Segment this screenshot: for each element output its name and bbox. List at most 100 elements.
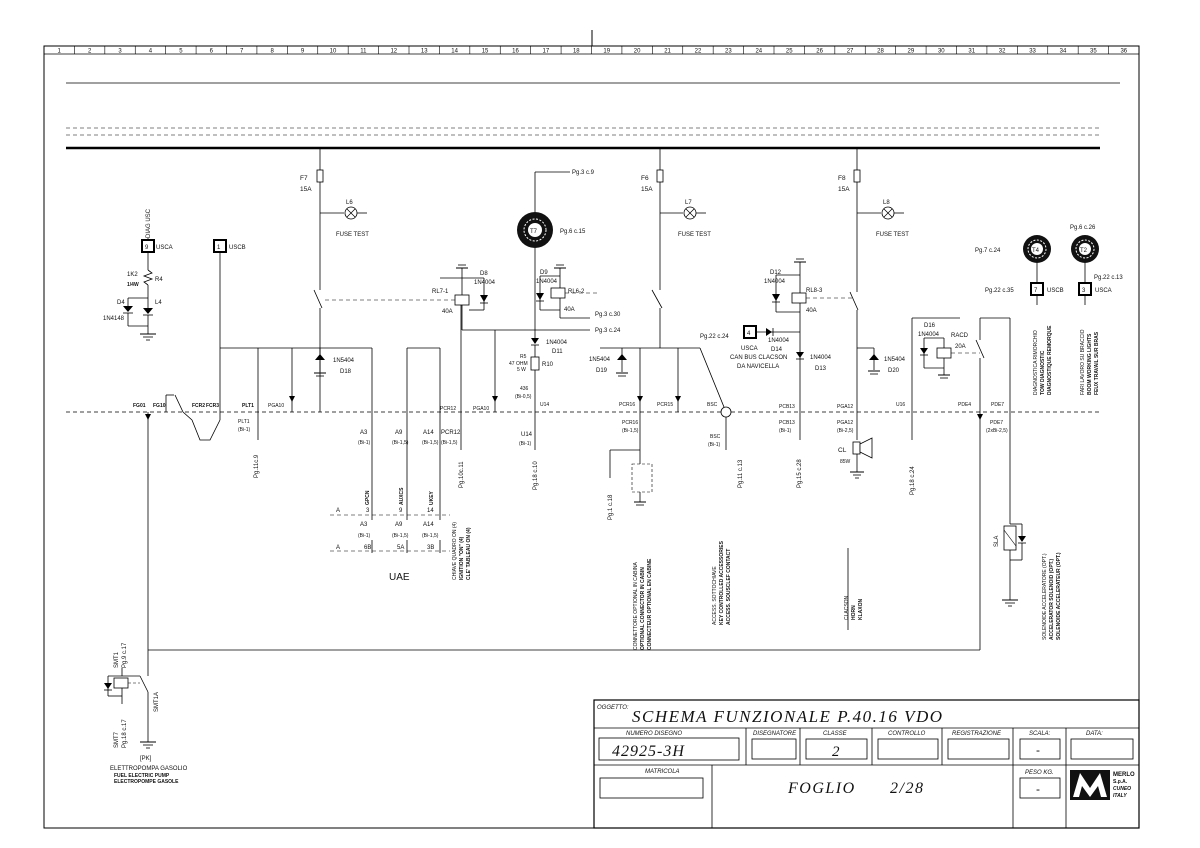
horn-wattage: 85W [840, 459, 851, 465]
page-reference: Pg.18 c.17 [122, 719, 128, 748]
diode-label: D16 [924, 323, 936, 329]
relay-coil-icon [791, 292, 807, 304]
row-label: A [336, 545, 340, 551]
connector-number: 7 [1034, 288, 1038, 294]
data-field [1070, 738, 1134, 760]
fuse-icon [656, 169, 664, 183]
classe-value: 2 [832, 744, 840, 760]
diode-icon [772, 294, 780, 301]
wire-label: PGA12 [837, 404, 853, 410]
diode-label: D9 [540, 270, 548, 276]
ruler-number: 5 [179, 49, 183, 55]
wire-label: PGA10 [268, 403, 284, 409]
caption-en: BOOM WORKING LIGHTS [1087, 333, 1093, 395]
wire-section: (Bi-1,5) [422, 533, 439, 539]
wire-section: (Bi-1,5) [441, 440, 458, 446]
page-reference: Pg.15 c.28 [797, 459, 803, 488]
company-name: MERLO [1113, 772, 1135, 778]
scala-value: - [1036, 743, 1040, 757]
diode-label: D12 [770, 270, 782, 276]
page-reference: Pg.11c.9 [254, 454, 260, 478]
caption-en: FUEL ELECTRIC PUMP [114, 773, 170, 779]
pin-number: 5A [397, 545, 404, 551]
fuse-rating: 15A [838, 186, 850, 193]
caption-en: HORN [851, 605, 857, 620]
ruler-number: 30 [938, 49, 945, 55]
left-wiring [145, 347, 441, 650]
diode-icon [766, 328, 772, 336]
toroid-t2: Pg.6 c.26 T2 Pg.22 c.13 3 USCA [1070, 225, 1123, 305]
caption-fr: SOLENOIDE ACCELERATEUR (OPT.) [1056, 552, 1062, 640]
ruler-number: 12 [390, 49, 397, 55]
diode-icon [123, 306, 133, 312]
diode-icon [796, 352, 804, 358]
connector-number: 9 [145, 245, 149, 251]
disegnatore-label: DISEGNATORE [753, 731, 797, 737]
caption-en: IGNITION "ON" (4) [459, 536, 465, 580]
diode-label: D18 [340, 369, 352, 375]
toroid-label: T2 [1080, 248, 1088, 254]
connector-label: USCA [156, 245, 173, 251]
diode-icon [531, 338, 539, 344]
wire-section: (Bi-1) [519, 441, 532, 447]
connector-label: SMT1 [114, 651, 120, 668]
fuse-f7-branch: F7 15A L6 FUSE TEST 1N5404 D18 [300, 148, 455, 412]
scala-label: SCALA: [1029, 731, 1051, 737]
ruler-number: 13 [421, 49, 428, 55]
pin-label: UKEY [429, 490, 435, 505]
wire-section: (Bi-1,5) [392, 440, 409, 446]
fuse-f6-branch: F6 15A L7 FUSE TEST 1N5404 D19 [589, 148, 732, 450]
ruler-number: 28 [877, 49, 884, 55]
page-reference: Pg.10c.11 [459, 461, 465, 488]
ruler-number: 23 [725, 49, 732, 55]
diode-icon [315, 354, 325, 360]
resistor-icon [530, 356, 540, 371]
caption-fr: ELECTROPOMPE GASOLE [114, 779, 179, 785]
ruler-number: 10 [330, 49, 337, 55]
caption-fr: ACCESS. SOUSCLEF CONTACT [726, 549, 732, 625]
diode-type: 1N4004 [764, 279, 786, 285]
caption-fr: CLE' TABLEAU ON (4) [466, 527, 472, 580]
numero-value: 42925-3H [612, 743, 685, 760]
page-reference: Pg.18 c.10 [533, 461, 539, 490]
caption-it: CONNETTORE OPTIONAL IN CABINA [633, 562, 639, 650]
fuse-label: F8 [838, 175, 846, 182]
ruler-number: 3 [118, 49, 122, 55]
can-bus-connector: Pg.22 c.24 4 USCA CAN BUS CLACSON DA NAV… [700, 325, 790, 370]
pin-label: GPCN [365, 490, 371, 505]
ruler-number: 22 [695, 49, 702, 55]
ruler-number: 35 [1090, 49, 1097, 55]
wire-label: PCR12 [440, 406, 456, 412]
ruler-number: 11 [360, 49, 367, 55]
relay-rating: 40A [806, 308, 817, 314]
fuse-label: F7 [300, 175, 308, 182]
company-city: CUNEO [1113, 786, 1131, 792]
wire-section: (Bi-1) [358, 440, 371, 446]
wire-label: PCR12 [441, 430, 461, 436]
registrazione-field [947, 738, 1010, 760]
relay-coil-icon [113, 677, 129, 689]
resistor-wattage: 1/4W [127, 282, 139, 288]
ruler-number: 15 [482, 49, 489, 55]
ruler-number: 1 [58, 49, 62, 55]
uscb-connector: 1 USCB [213, 239, 246, 395]
connector-number: 4 [747, 331, 751, 337]
wire-label: PDE4 [958, 402, 971, 408]
wire-label: FG10 [153, 403, 166, 409]
ruler-number: 4 [149, 49, 153, 55]
page-reference: Pg.6 c.26 [1070, 225, 1096, 231]
relay-coil-icon [550, 287, 566, 299]
horn-icon [852, 441, 861, 455]
wire-label: A14 [423, 430, 434, 436]
wire-label: U16 [896, 402, 905, 408]
connector-icon [631, 463, 653, 493]
foglio-value: 2/28 [890, 780, 924, 797]
caption-en: KEY CONTROLLED ACCESSORIES [719, 540, 725, 625]
lamp-label: L7 [685, 200, 692, 206]
ruler-number: 29 [908, 49, 915, 55]
foglio-label: FOGLIO [787, 780, 856, 797]
page-reference: Pg.3 c.30 [595, 312, 621, 318]
peso-value: - [1036, 782, 1040, 796]
diode-icon [104, 683, 112, 689]
wire-label: PCR15 [657, 402, 673, 408]
